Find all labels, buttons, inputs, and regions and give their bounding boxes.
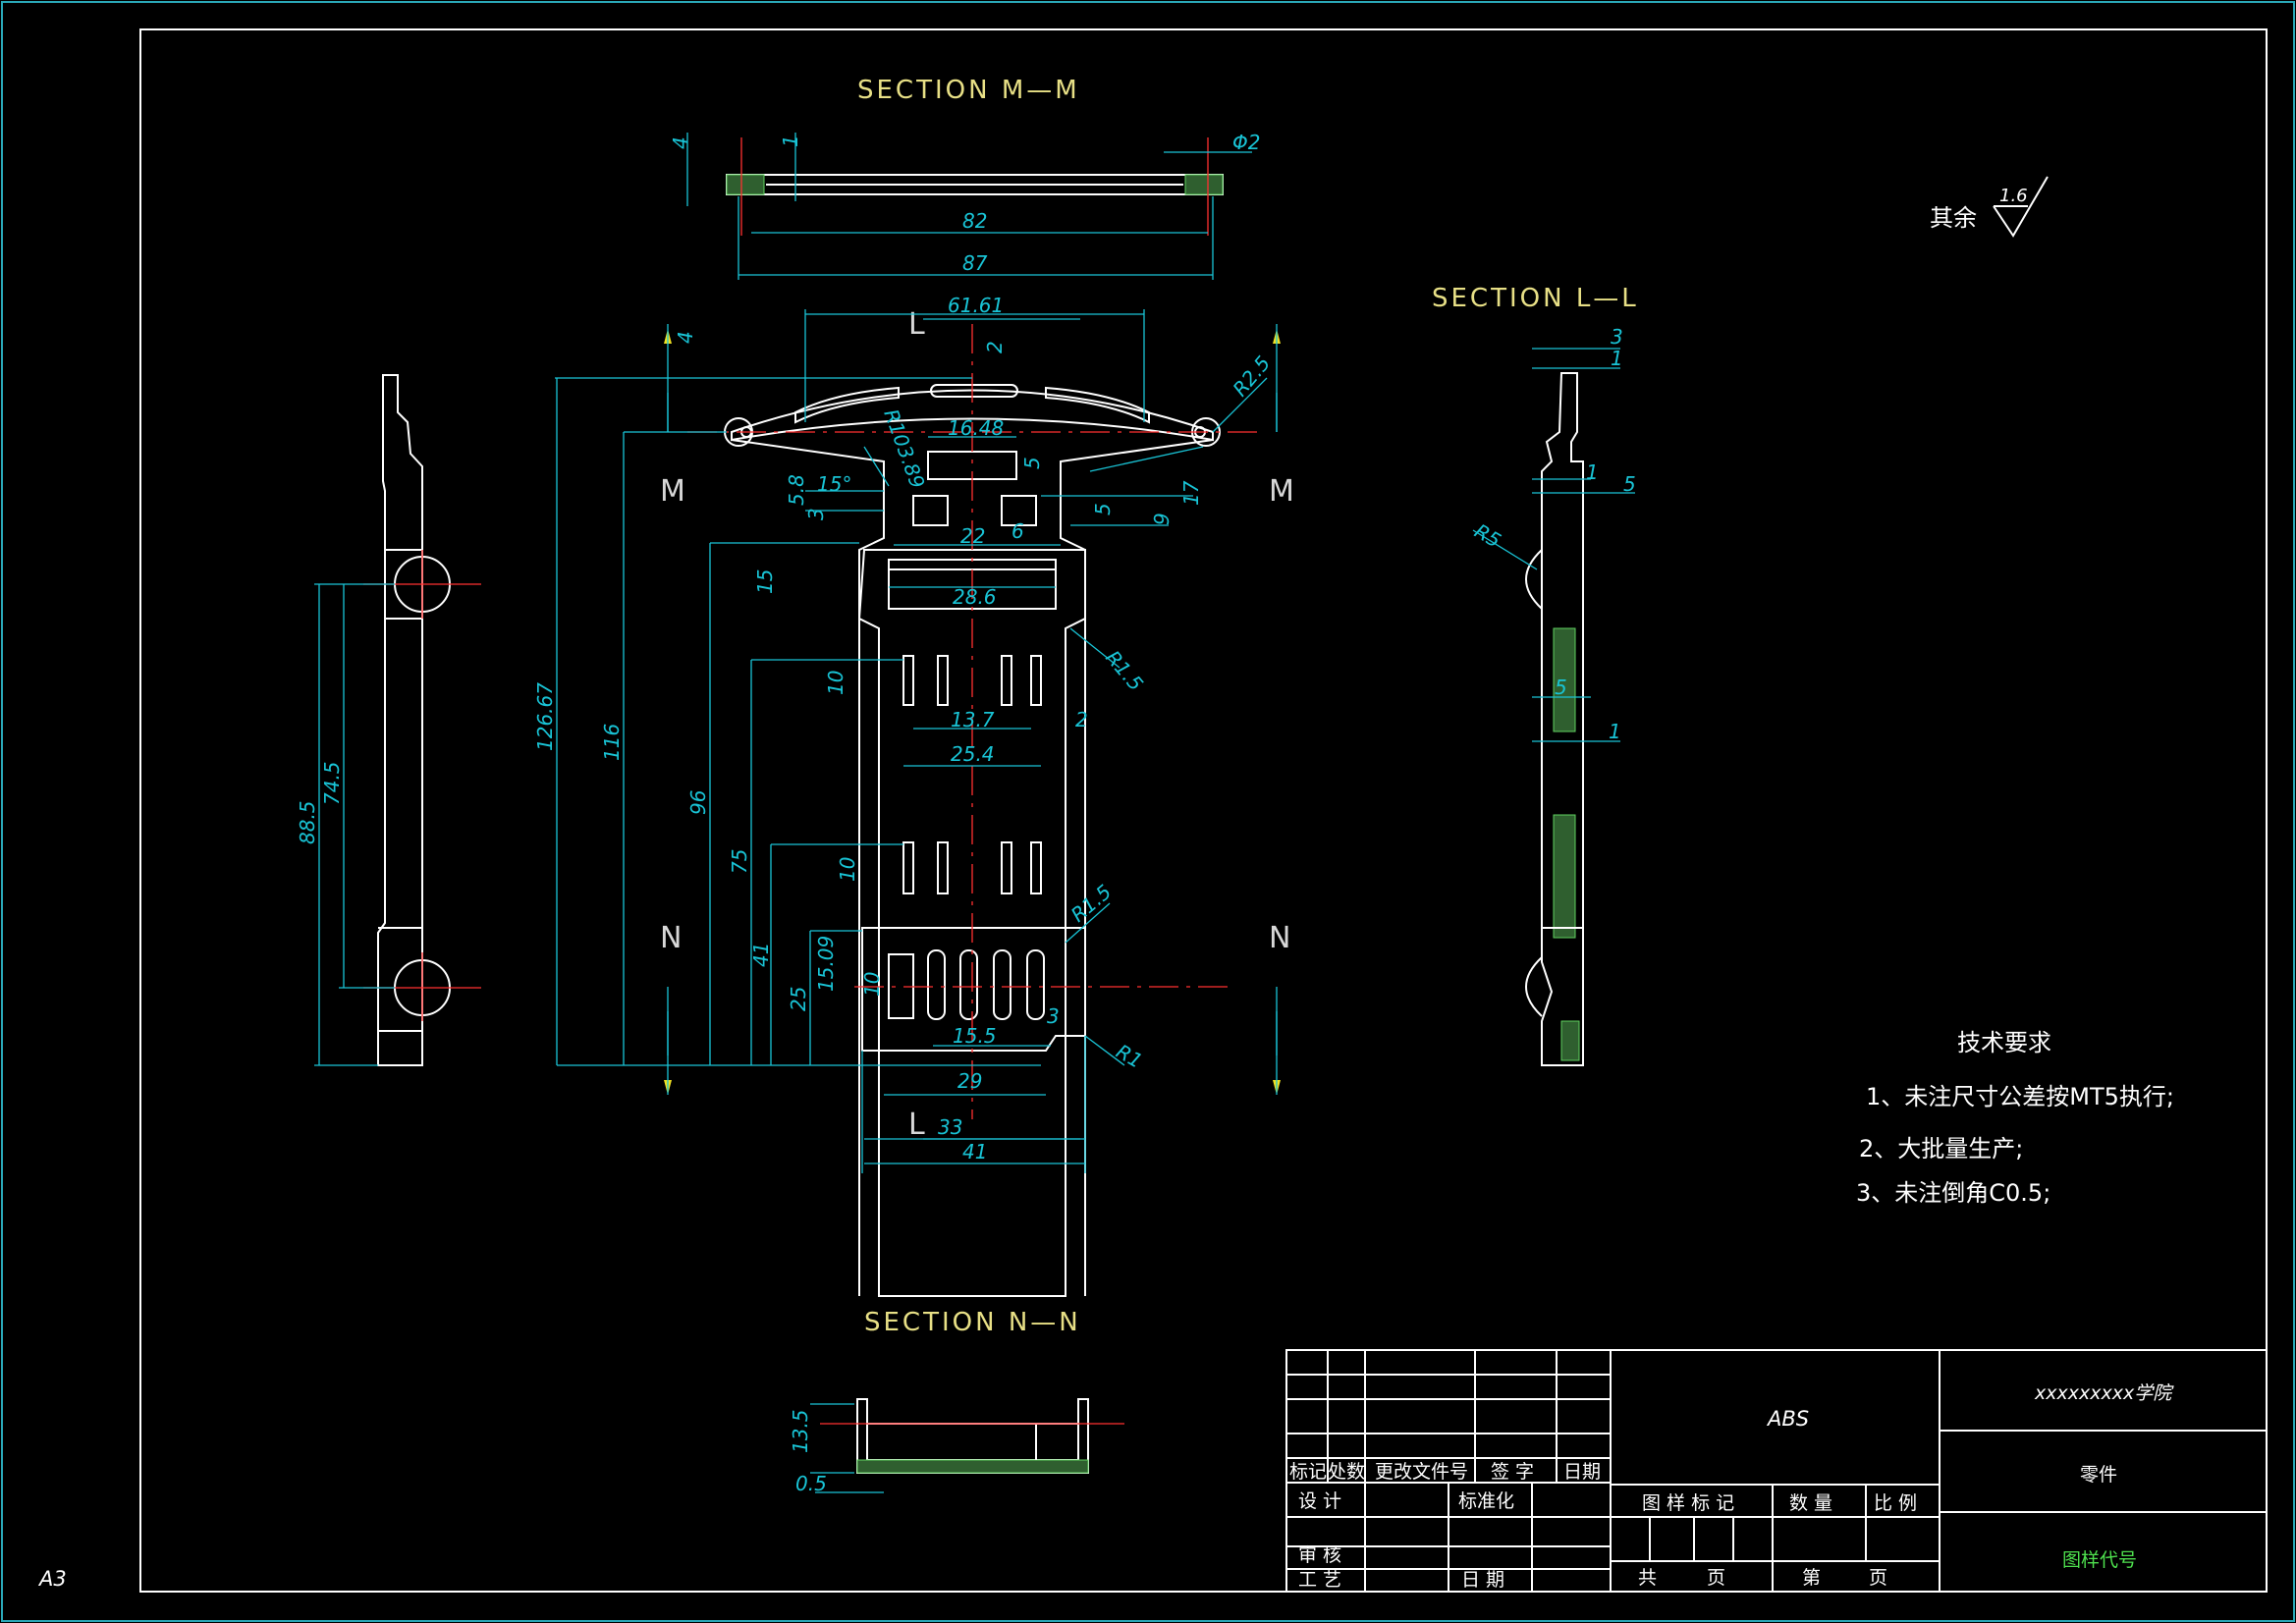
dim-10b: 10	[836, 857, 859, 882]
section-nn: SECTION N—N 13.5 0.5	[789, 1308, 1124, 1495]
dim-15-5: 15.5	[953, 1024, 997, 1048]
section-ll-title: SECTION L—L	[1432, 284, 1639, 313]
dim-5b: 5	[1091, 503, 1115, 515]
dim-10a: 10	[824, 671, 847, 695]
dim-28-6: 28.6	[953, 585, 997, 609]
tb-process: 工 艺	[1298, 1569, 1341, 1591]
dim-13-7: 13.7	[951, 708, 995, 731]
dim-33: 33	[938, 1115, 962, 1139]
dim-mm-outer: 87	[962, 251, 988, 275]
tb-total: 共	[1638, 1567, 1657, 1589]
dim-6: 6	[1011, 519, 1024, 543]
tb-date: 日期	[1563, 1461, 1601, 1483]
dim-ll-1a: 1	[1611, 347, 1623, 370]
dim-126-67: 126.67	[533, 682, 557, 751]
tb-scale: 比 例	[1874, 1492, 1917, 1514]
section-ll: SECTION L—L 3 1 1 5 R5 5 1	[1432, 284, 1639, 1066]
tb-mark: 标记	[1289, 1461, 1327, 1483]
dim-4: 4	[674, 331, 697, 344]
surface-finish-value: 1.6	[1999, 186, 2028, 206]
tb-standard: 标准化	[1458, 1490, 1514, 1512]
dim-15-09: 15.09	[814, 936, 838, 992]
marker-n-right: N	[1269, 921, 1290, 955]
dim-slot-width: 16.48	[948, 416, 1004, 440]
tb-sign: 签 字	[1491, 1461, 1534, 1483]
dim-41: 41	[962, 1140, 987, 1163]
tb-quantity: 数 量	[1789, 1492, 1832, 1514]
dim-ll-3: 3	[1611, 325, 1623, 349]
dim-116: 116	[600, 724, 624, 761]
dim-mm-lip: 1	[779, 135, 802, 147]
dim-nn-0-5: 0.5	[795, 1472, 827, 1495]
drawing-frame	[139, 28, 2268, 1593]
marker-l-top: L	[908, 307, 925, 342]
dim-mm-thickness: 4	[669, 136, 692, 149]
dim-9: 9	[1150, 513, 1174, 525]
dim-angle: 15°	[817, 472, 851, 496]
dim-radius-end: R2.5	[1228, 352, 1275, 401]
technical-requirements: 技术要求 1、未注尺寸公差按MT5执行; 2、大批量生产; 3、未注倒角C0.5…	[1856, 1029, 2174, 1207]
tech-req-item-1: 1、未注尺寸公差按MT5执行;	[1866, 1083, 2174, 1110]
dim-25: 25	[787, 987, 810, 1011]
dim-top-offset: 2	[983, 341, 1007, 353]
marker-l-bottom: L	[908, 1108, 925, 1142]
dim-29: 29	[957, 1069, 982, 1093]
title-school: xxxxxxxxx学院	[2034, 1382, 2174, 1404]
main-plan-view: M M N N L L	[533, 294, 1294, 1297]
dim-3b: 3	[1047, 1004, 1060, 1028]
dim-2: 2	[1075, 708, 1088, 731]
section-mm: SECTION M—M 4 1 Φ2 82 87	[669, 76, 1260, 280]
dim-top-width: 61.61	[948, 294, 1004, 317]
dim-ll-5: 5	[1623, 472, 1636, 496]
dim-ll-1b: 1	[1586, 460, 1599, 484]
marker-n-left: N	[660, 921, 682, 955]
dim-96: 96	[686, 790, 710, 815]
dim-r1: R1	[1113, 1040, 1147, 1073]
tb-drawing-mark: 图 样 标 记	[1642, 1492, 1734, 1514]
sheet-format-label: A3	[37, 1567, 67, 1591]
side-view: 88.5 74.5	[296, 374, 481, 1066]
dim-side-88-5: 88.5	[296, 800, 319, 844]
dim-17: 17	[1179, 480, 1203, 506]
dim-ll-5b: 5	[1555, 676, 1567, 699]
tb-design: 设 计	[1298, 1490, 1341, 1512]
marker-m-left: M	[660, 474, 685, 509]
title-part: 零件	[2080, 1464, 2117, 1486]
dim-5-8: 5.8	[785, 474, 808, 506]
dim-15: 15	[753, 569, 777, 594]
dim-ll-1c: 1	[1609, 720, 1621, 743]
dim-5a: 5	[1020, 457, 1044, 469]
dim-22: 22	[960, 524, 985, 548]
dim-nn-13-5: 13.5	[789, 1409, 812, 1453]
dim-75: 75	[728, 849, 751, 874]
marker-m-right: M	[1269, 474, 1294, 509]
dim-41v: 41	[749, 943, 773, 967]
title-material: ABS	[1766, 1407, 1809, 1431]
tech-req-item-3: 3、未注倒角C0.5;	[1856, 1179, 2050, 1207]
dim-mm-inner: 82	[962, 209, 987, 233]
title-drawing-no: 图样代号	[2062, 1549, 2137, 1571]
section-nn-title: SECTION N—N	[864, 1308, 1081, 1337]
dim-3: 3	[804, 508, 828, 520]
tech-req-item-2: 2、大批量生产;	[1859, 1135, 2023, 1163]
dim-side-74-5: 74.5	[320, 761, 344, 805]
dim-r15a: R1.5	[1101, 646, 1148, 695]
tb-page2: 页	[1869, 1567, 1887, 1589]
title-block: ABS xxxxxxxxx学院 零件 图样代号 标记 处数 更改文件号 签 字 …	[1285, 1349, 2268, 1593]
tb-date2: 日 期	[1461, 1569, 1504, 1591]
tb-count: 处数	[1328, 1461, 1365, 1483]
surface-finish-label: 其余	[1930, 204, 1977, 232]
tb-sheet: 第	[1802, 1567, 1821, 1589]
tb-page: 页	[1707, 1567, 1725, 1589]
surface-finish: 其余 1.6	[1930, 176, 2049, 238]
tech-req-title: 技术要求	[1957, 1029, 2051, 1056]
dim-10c: 10	[860, 972, 884, 997]
section-mm-title: SECTION M—M	[857, 76, 1080, 105]
dim-25-4: 25.4	[951, 742, 995, 766]
tb-change-doc: 更改文件号	[1375, 1461, 1468, 1483]
dim-mm-hole: Φ2	[1232, 131, 1260, 154]
tb-review: 审 核	[1298, 1544, 1341, 1566]
